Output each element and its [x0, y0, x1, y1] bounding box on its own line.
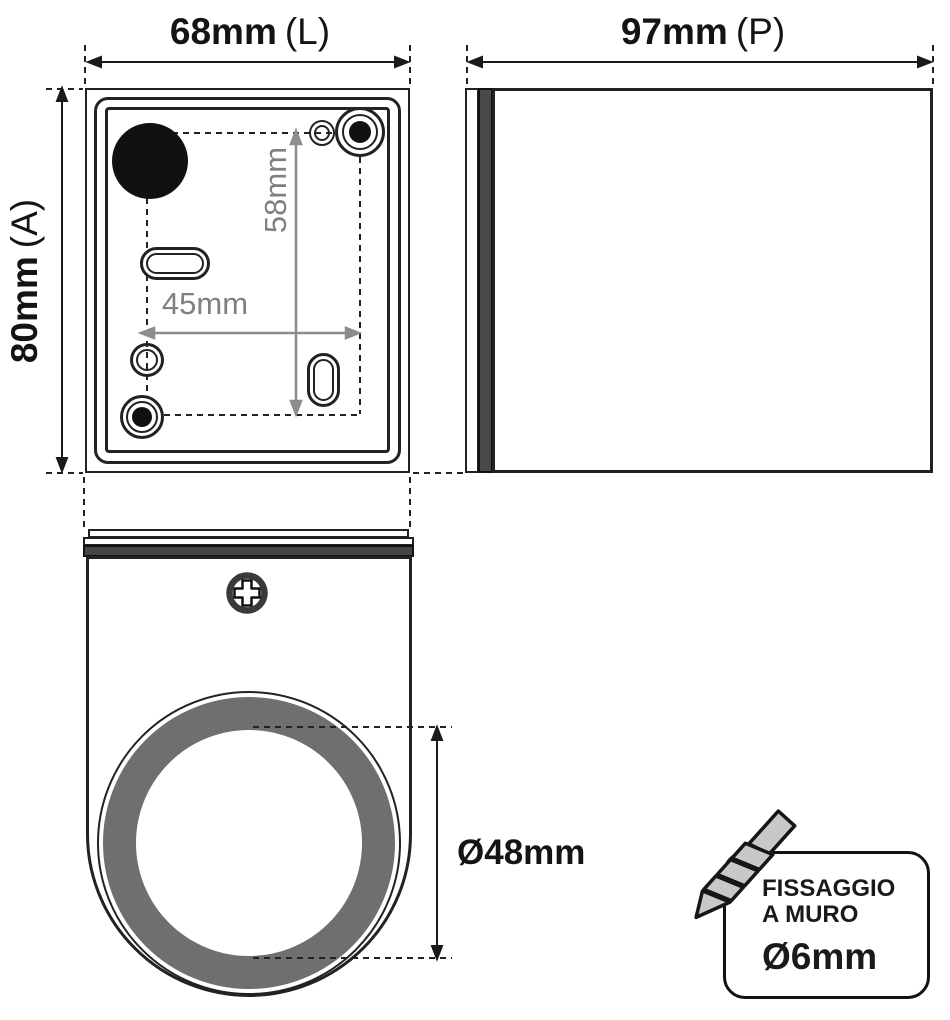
small-hole-mid-left-inner — [136, 349, 158, 371]
small-hole-top-right-outer — [309, 120, 335, 146]
side-depth-value: 97mm — [620, 11, 728, 52]
drill-bit-icon — [694, 809, 797, 920]
front-rim-outline — [97, 691, 401, 995]
back-width-suffix: (L) — [284, 11, 331, 52]
wire-slot-vertical-inner — [313, 359, 334, 401]
side-depth-suffix: (P) — [735, 11, 786, 52]
back-width-value: 68mm — [169, 11, 277, 52]
callout-line2: A MURO — [762, 901, 859, 928]
side-depth-dimension-label: 97mm(P) — [553, 11, 853, 53]
callout-drill-diameter: Ø6mm — [762, 936, 878, 977]
front-diameter-label: Ø48mm — [457, 833, 586, 872]
mounting-hole-top-right-center — [349, 121, 371, 143]
mounting-hole-bottom-left-center — [132, 407, 152, 427]
wall-mount-callout: FISSAGGIO A MURO Ø6mm — [723, 851, 930, 999]
callout-line1: FISSAGGIO — [762, 875, 896, 902]
side-view-body — [492, 88, 933, 473]
cable-entry-hole — [112, 123, 188, 199]
horizontal-spacing-label: 45mm — [161, 286, 249, 321]
back-width-dimension-label: 68mm(L) — [100, 11, 400, 53]
wire-slot-horizontal-inner — [146, 253, 204, 274]
small-hole-mid-left-outer — [130, 343, 164, 377]
small-hole-top-right-inner — [314, 125, 330, 141]
screw-icon — [226, 572, 268, 614]
